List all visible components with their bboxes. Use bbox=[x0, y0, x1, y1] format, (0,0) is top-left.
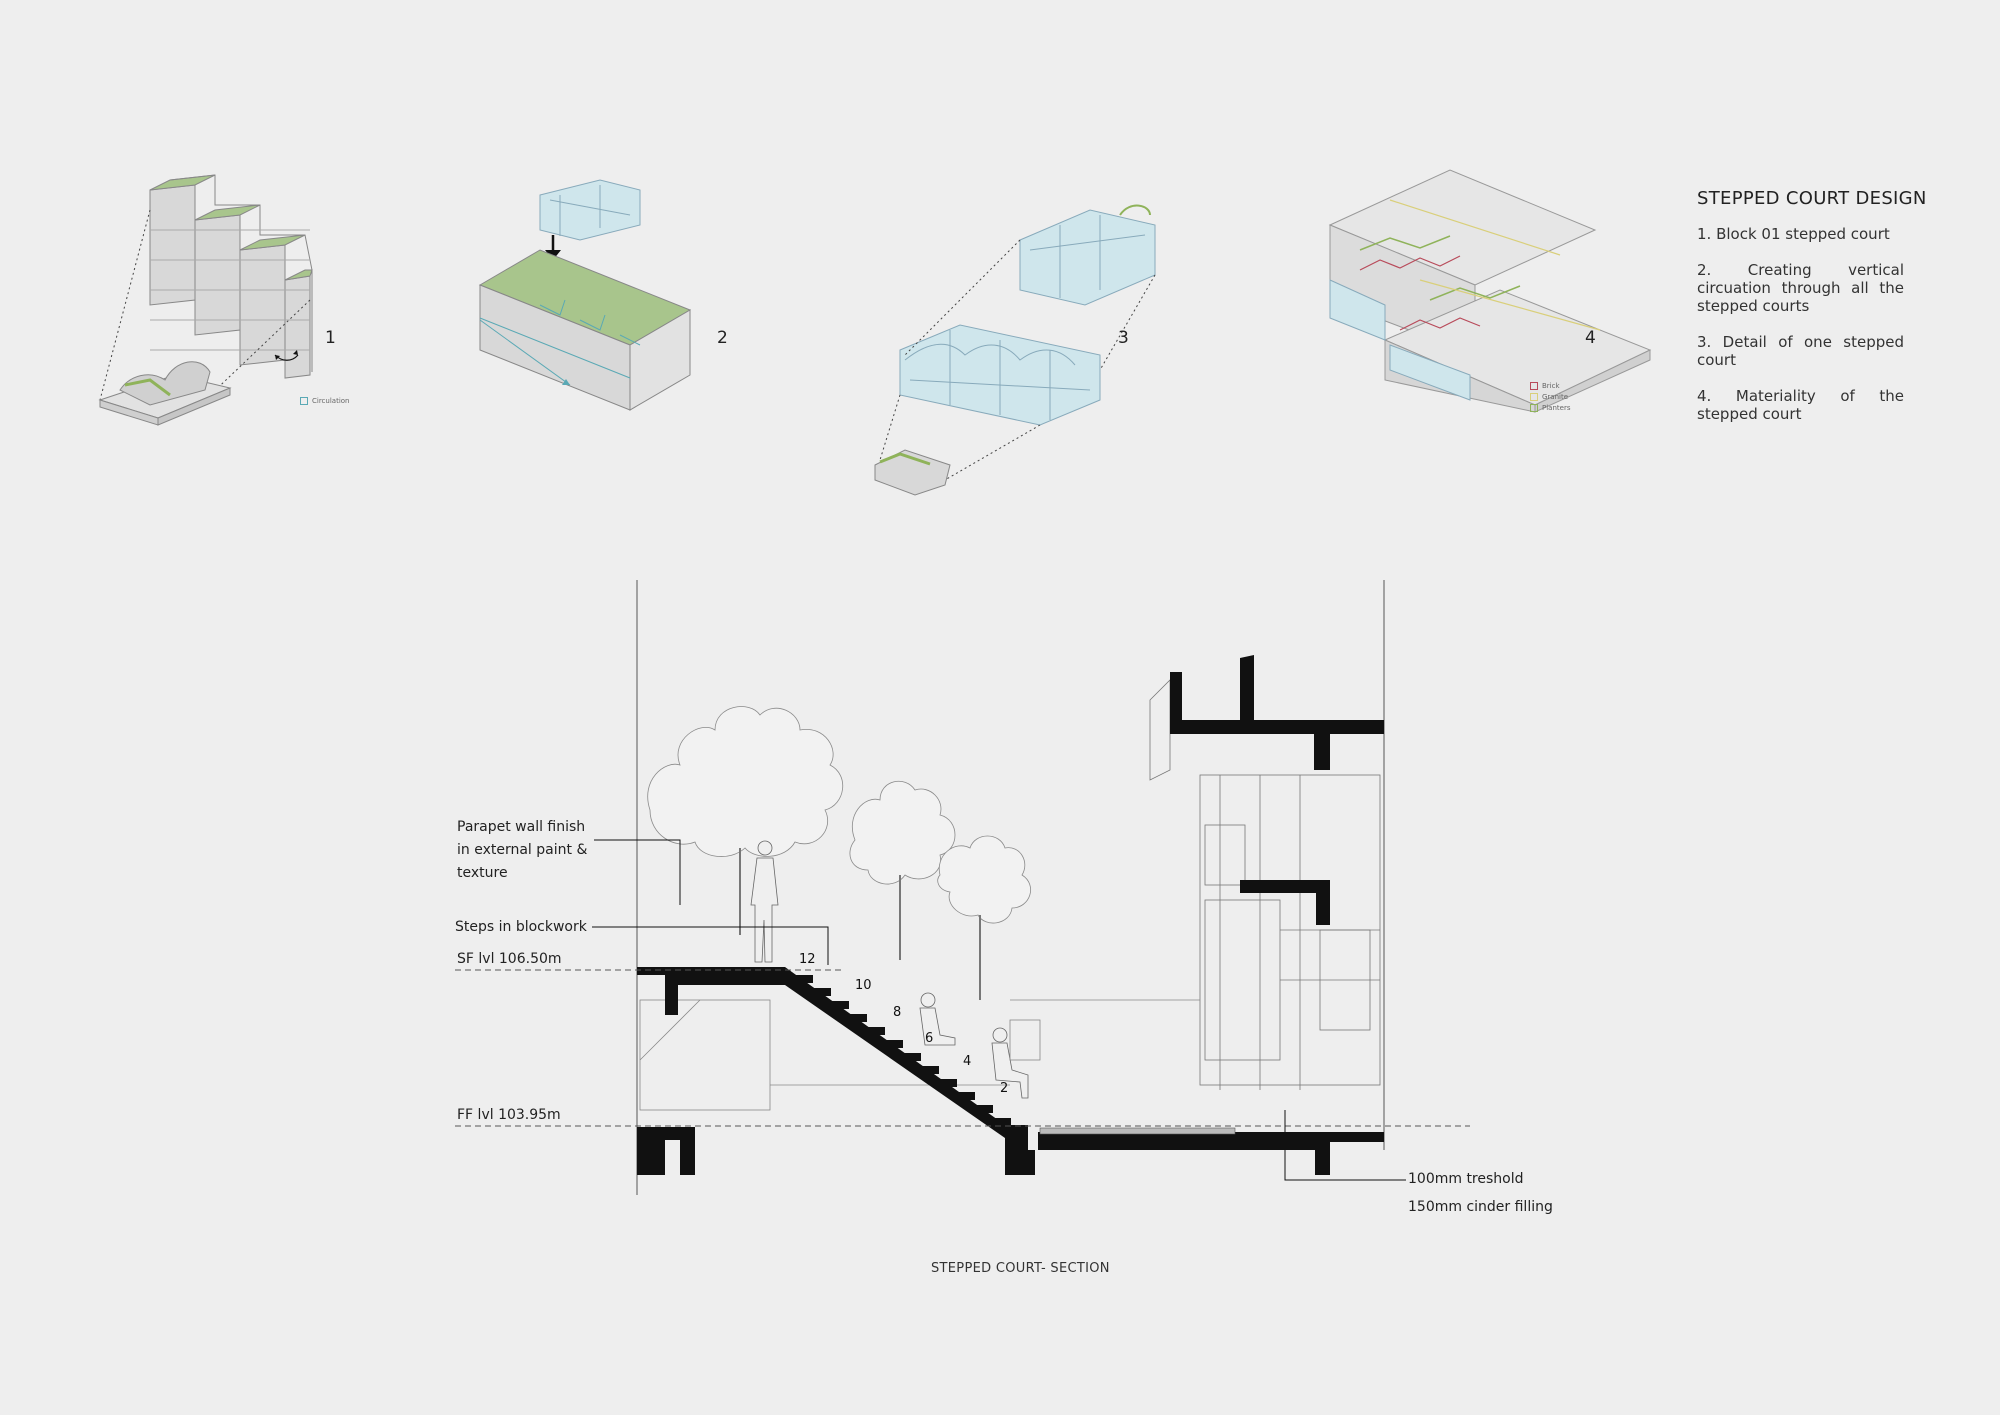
section-caption: STEPPED COURT- SECTION bbox=[931, 1261, 1110, 1276]
planters-swatch bbox=[1530, 404, 1538, 412]
granite-swatch bbox=[1530, 393, 1538, 401]
figure-1-axonometric bbox=[98, 174, 313, 426]
parapet-annotation: Parapet wall finish in external paint & … bbox=[457, 816, 587, 885]
legend-circulation-label: Circulation bbox=[312, 397, 350, 405]
steps-leader bbox=[592, 926, 829, 965]
figure-2-number: 2 bbox=[717, 328, 728, 348]
ff-level-label: FF lvl 103.95m bbox=[457, 1107, 561, 1123]
parapet-line-2: in external paint & bbox=[457, 842, 588, 858]
panel-title: STEPPED COURT DESIGN bbox=[1697, 188, 1927, 209]
sf-level-label: SF lvl 106.50m bbox=[457, 951, 562, 967]
figure-2-axonometric bbox=[478, 179, 692, 411]
seated-people bbox=[919, 992, 1029, 1099]
stair-treads bbox=[795, 975, 1011, 1126]
panel-item-3: 3. Detail of one stepped court bbox=[1697, 333, 1904, 369]
circulation-swatch bbox=[300, 397, 308, 405]
parapet-line-3: texture bbox=[457, 865, 508, 881]
panel-item-4: 4. Materiality of the stepped court bbox=[1697, 387, 1904, 423]
step-number: 2 bbox=[1000, 1081, 1009, 1096]
brick-swatch bbox=[1530, 382, 1538, 390]
legend-brick-label: Brick bbox=[1542, 382, 1560, 390]
step-number: 10 bbox=[855, 978, 872, 993]
step-number: 4 bbox=[963, 1054, 972, 1069]
figure-1-legend: Circulation bbox=[300, 397, 350, 405]
cinder-annotation: 150mm cinder filling bbox=[1408, 1199, 1553, 1215]
figure-4-axonometric bbox=[1328, 169, 1652, 413]
parapet-leader bbox=[594, 839, 681, 905]
section-drawing bbox=[455, 580, 1470, 1195]
step-number: 8 bbox=[893, 1005, 902, 1020]
legend-planters: Planters bbox=[1530, 404, 1570, 412]
legend-granite: Granite bbox=[1530, 393, 1570, 401]
legend-brick: Brick bbox=[1530, 382, 1570, 390]
step-number: 6 bbox=[925, 1031, 934, 1046]
legend-planters-label: Planters bbox=[1542, 404, 1571, 412]
panel-item-2: 2. Creating vertical circuation through … bbox=[1697, 261, 1904, 315]
right-slab-upper bbox=[1170, 655, 1384, 770]
legend-granite-label: Granite bbox=[1542, 393, 1569, 401]
figure-3-number: 3 bbox=[1118, 328, 1129, 348]
figure-4-number: 4 bbox=[1585, 328, 1596, 348]
steps-annotation: Steps in blockwork bbox=[455, 919, 587, 935]
panel-list: 1. Block 01 stepped court 2. Creating ve… bbox=[1697, 225, 1904, 423]
lower-left-slab bbox=[637, 1127, 695, 1175]
right-building bbox=[1149, 679, 1381, 1090]
figure-3-axonometric bbox=[874, 204, 1156, 496]
figure-1-number: 1 bbox=[325, 328, 336, 348]
upper-slab-and-stair bbox=[637, 967, 1384, 1175]
figure-4-legend: Brick Granite Planters bbox=[1530, 382, 1570, 412]
panel-item-1: 1. Block 01 stepped court bbox=[1697, 225, 1890, 243]
info-panel: STEPPED COURT DESIGN 1. Block 01 stepped… bbox=[1697, 188, 1927, 441]
threshold-annotation: 100mm treshold bbox=[1408, 1171, 1524, 1187]
trees bbox=[647, 706, 1032, 1000]
cinder-filling bbox=[1039, 1127, 1236, 1135]
threshold-leader bbox=[1284, 1110, 1406, 1181]
step-number: 12 bbox=[799, 952, 816, 967]
left-lower-room bbox=[639, 999, 1200, 1111]
right-slab-mid bbox=[1240, 880, 1330, 925]
parapet-line-1: Parapet wall finish bbox=[457, 819, 586, 835]
standing-person bbox=[750, 840, 779, 963]
